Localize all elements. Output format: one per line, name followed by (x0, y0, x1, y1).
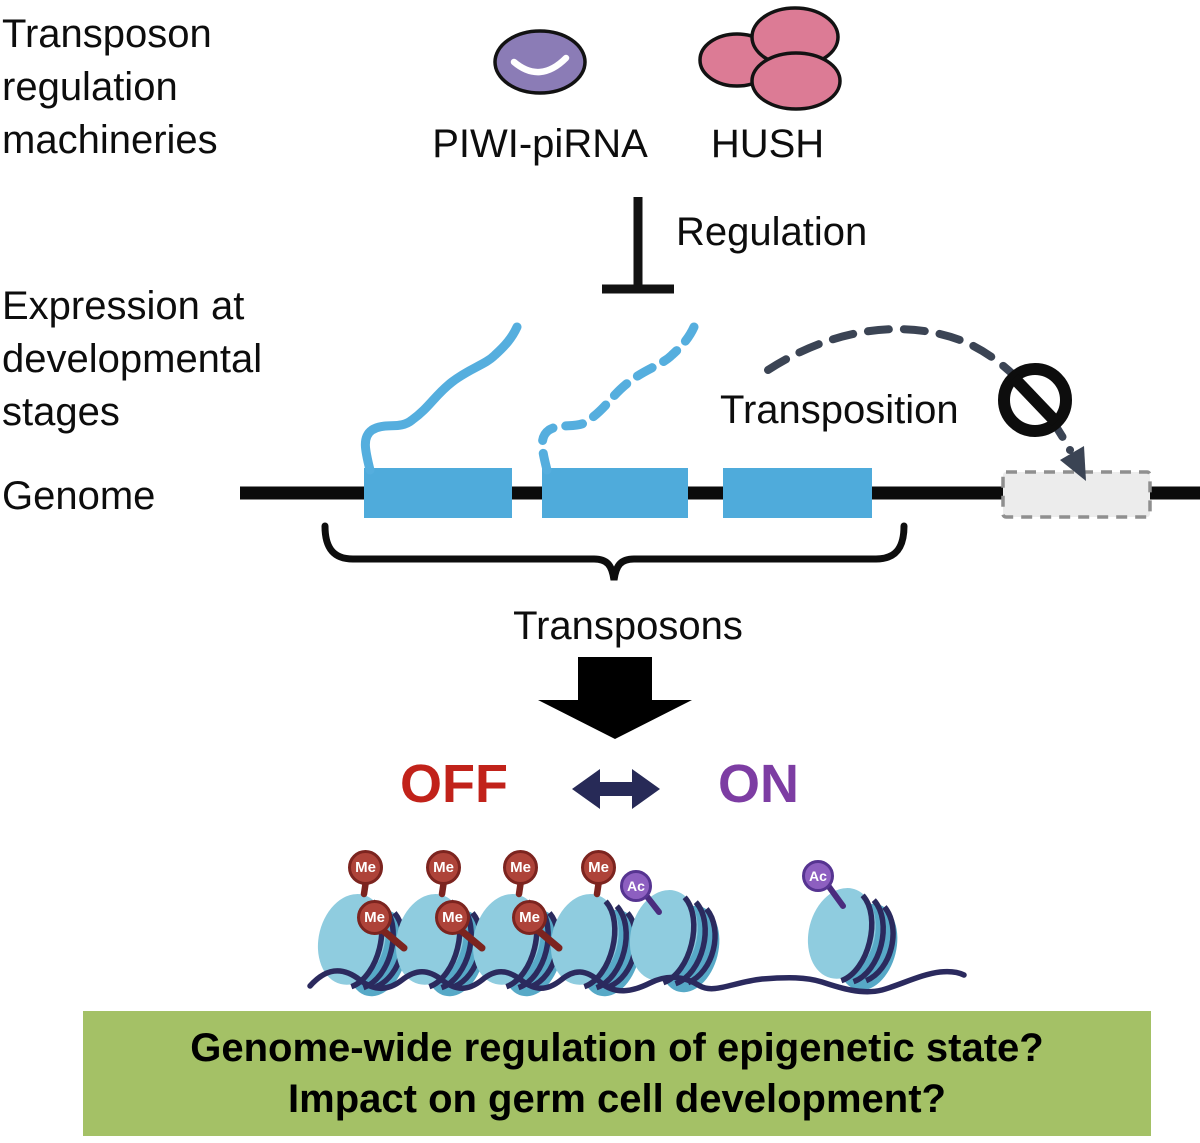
on-state-label: ON (718, 754, 799, 814)
piwi-pirna-icon (493, 29, 587, 95)
question-line-1: Genome-wide regulation of epigenetic sta… (190, 1025, 1044, 1070)
transcript-solid (360, 322, 522, 475)
no-entry-icon (998, 363, 1072, 437)
hush-complex-icon (698, 6, 842, 111)
piwi-pirna-label: PIWI-piRNA (432, 122, 648, 166)
me-mark-badge: Me (348, 850, 383, 885)
transcript-dashed (537, 322, 699, 475)
me-mark-badge: Me (512, 900, 547, 935)
transposon-boxes (364, 468, 872, 518)
inhibition-tbar-icon (602, 197, 674, 294)
ac-mark-badge: Ac (620, 870, 652, 902)
transposons-brace (321, 522, 908, 581)
question-line-2: Impact on germ cell development? (288, 1076, 946, 1121)
me-mark-badge: Me (357, 900, 392, 935)
off-state-label: OFF (400, 754, 508, 814)
down-arrow-icon (538, 657, 692, 739)
dna-string (307, 968, 967, 995)
transposons-label: Transposons (513, 604, 743, 648)
transposition-label: Transposition (720, 388, 959, 432)
machineries-label: Transposon regulation machineries (2, 12, 218, 162)
me-mark-badge: Me (503, 850, 538, 885)
regulation-label: Regulation (676, 210, 868, 254)
question-box: Genome-wide regulation of epigenetic sta… (83, 1011, 1151, 1136)
genome-label: Genome (2, 474, 156, 518)
me-mark-badge: Me (581, 850, 616, 885)
me-mark-badge: Me (426, 850, 461, 885)
expression-label: Expression at developmental stages (2, 284, 263, 434)
blocked-insertion-box (1001, 470, 1152, 519)
ac-mark-badge: Ac (802, 860, 834, 892)
hush-label: HUSH (710, 122, 825, 166)
off-on-double-arrow-icon (572, 769, 660, 809)
me-mark-badge: Me (435, 900, 470, 935)
